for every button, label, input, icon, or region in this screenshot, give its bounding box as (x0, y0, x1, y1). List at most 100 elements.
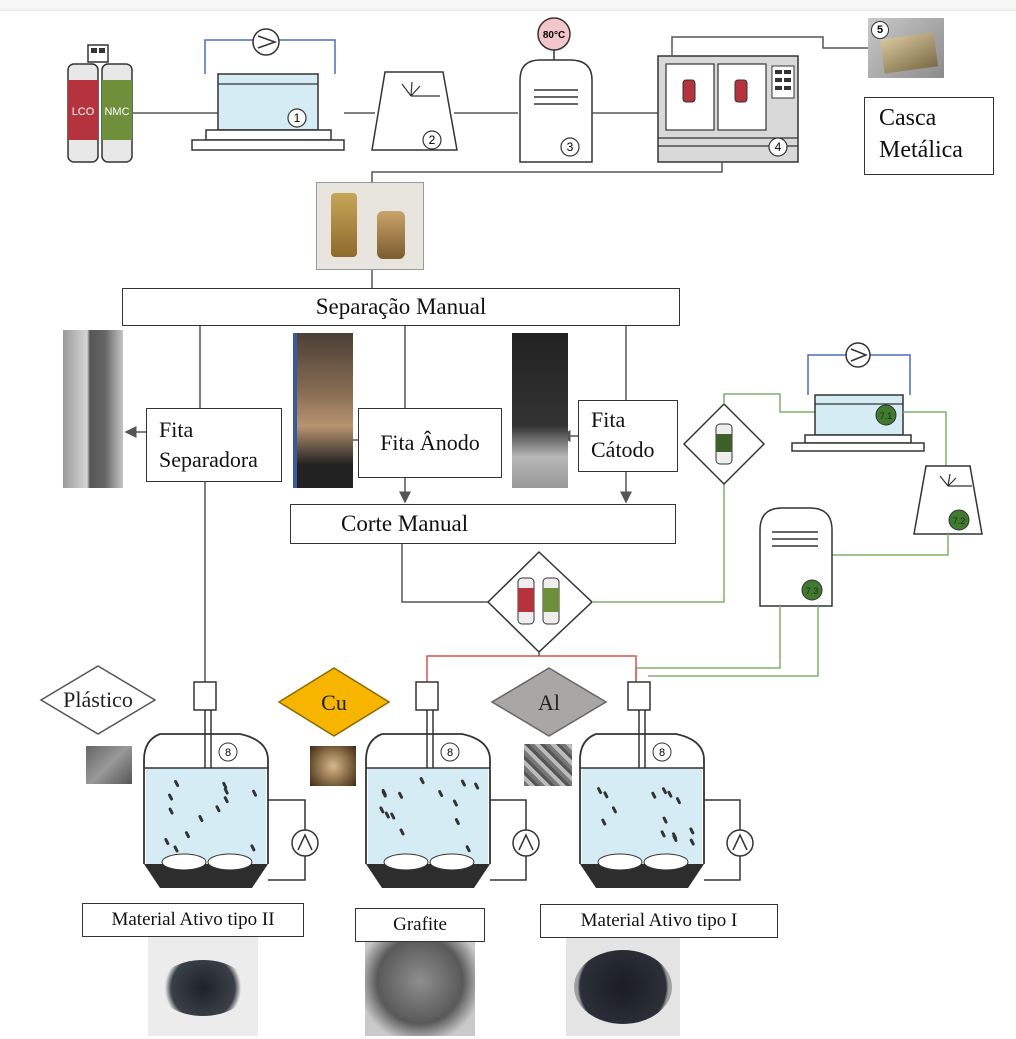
particle-dash (669, 792, 671, 796)
cu-diamond: Cu (279, 668, 389, 736)
particle-dash (603, 820, 605, 824)
dryer-unit-7-2: 7.2 (914, 466, 982, 534)
particle-dash (217, 807, 219, 811)
particle-dash (677, 799, 679, 803)
aluminum-sample-photo (524, 744, 572, 786)
metal-casing-photo: 5 (868, 18, 944, 78)
particle-dash (674, 834, 676, 838)
material-tipo2-label: Material Ativo tipo II (83, 904, 303, 936)
cathode-diamond (684, 404, 764, 484)
fita-anodo-box: Fita Ânodo (358, 408, 502, 478)
separation-diamond (488, 552, 592, 652)
particle-dash (254, 791, 256, 795)
particle-dash (691, 840, 693, 844)
particle-dash (467, 847, 469, 851)
nmc-label: NMC (104, 106, 129, 118)
particle-dash (166, 840, 168, 844)
particle-dash (691, 829, 693, 833)
separacao-label: Separação Manual (123, 289, 679, 325)
material-tipo1-photo (566, 936, 680, 1036)
opened-cells-photo (316, 182, 424, 270)
al-diamond: Al (492, 668, 606, 736)
particle-dash (170, 795, 172, 799)
fita-catodo-box: Fita Cátodo (578, 400, 678, 472)
dryer-unit-2: 2 (372, 72, 457, 150)
separacao-manual-box: Separação Manual (122, 288, 680, 326)
step-7-2-number: 7.2 (953, 516, 966, 526)
corte-manual-box: Corte Manual (290, 504, 676, 544)
particle-dash (462, 781, 464, 785)
step-5-number: 5 (871, 21, 889, 39)
particle-dash (401, 830, 403, 834)
step-1-number: 1 (294, 111, 301, 125)
reactor-1: 8 (144, 682, 318, 888)
discharge-tank-1: 1 (192, 29, 344, 150)
particle-dash (663, 789, 665, 793)
oven-unit-3: 80°C 3 (520, 18, 592, 162)
particle-dash (176, 782, 178, 786)
grafite-label-box: Grafite (355, 908, 485, 942)
step-3-number: 3 (567, 140, 574, 154)
particle-dash (440, 792, 442, 796)
particle-dash (386, 813, 388, 817)
material-tipo1-label: Material Ativo tipo I (541, 905, 777, 937)
casca-line-1: Casca (879, 102, 993, 134)
grafite-label: Grafite (356, 909, 484, 941)
particle-dash (454, 801, 456, 805)
cathode-tape-photo (512, 333, 568, 488)
fita-anodo-label: Fita Ânodo (359, 409, 501, 477)
particle-dash (421, 779, 423, 783)
particle-dash (170, 809, 172, 813)
fita-sep-line-2: Separadora (159, 445, 281, 475)
step-7-1-number: 7.1 (880, 411, 893, 421)
particle-dash (476, 784, 478, 788)
plastico-label: Plástico (63, 687, 133, 712)
particle-dash (653, 793, 655, 797)
particle-dash (456, 820, 458, 824)
oven-unit-7-3: 7.3 (760, 508, 832, 606)
particle-dash (225, 798, 227, 802)
cutting-machine-4: 4 (658, 56, 798, 162)
particle-dash (662, 832, 664, 836)
fita-catodo-line-1: Fita (591, 405, 677, 435)
step-2-number: 2 (429, 133, 436, 147)
step-7-3-number: 7.3 (806, 586, 819, 596)
particle-dash (175, 847, 177, 851)
al-label: Al (538, 690, 560, 715)
particle-dash (605, 793, 607, 797)
plastico-diamond: Plástico (41, 666, 155, 734)
step-4-number: 4 (775, 140, 782, 154)
battery-cells-icon: LCO NMC (68, 45, 132, 162)
reactor-3: 8 (580, 682, 753, 888)
step-8-number: 8 (659, 747, 665, 759)
particle-dash (383, 792, 385, 796)
particle-dash (599, 789, 601, 793)
copper-sample-photo (310, 746, 356, 786)
particle-dash (613, 808, 615, 812)
corte-label: Corte Manual (341, 505, 675, 543)
particle-dash (224, 783, 226, 787)
fita-separadora-box: Fita Separadora (146, 408, 282, 482)
fita-sep-line-1: Fita (159, 415, 281, 445)
particle-dash (381, 808, 383, 812)
material-tipo2-label-box: Material Ativo tipo II (82, 903, 304, 937)
separator-tape-photo (63, 330, 123, 488)
lco-label: LCO (72, 106, 95, 118)
casca-metalica-box: Casca Metálica (864, 97, 994, 175)
temperature-label: 80°C (543, 30, 565, 41)
particle-dash (664, 818, 666, 822)
graphite-photo (365, 936, 475, 1036)
particle-dash (225, 789, 227, 793)
material-tipo2-photo (148, 936, 258, 1036)
leaching-tank-7-1: 7.1 (792, 343, 924, 451)
anode-tape-photo (293, 333, 353, 488)
particle-dash (252, 846, 254, 850)
particle-dash (392, 814, 394, 818)
casca-line-2: Metálica (879, 134, 993, 166)
step-8-number: 8 (447, 747, 453, 759)
step-8-number: 8 (225, 747, 231, 759)
fita-catodo-line-2: Cátodo (591, 435, 677, 465)
plastic-sample-photo (86, 746, 132, 784)
particle-dash (400, 793, 402, 797)
